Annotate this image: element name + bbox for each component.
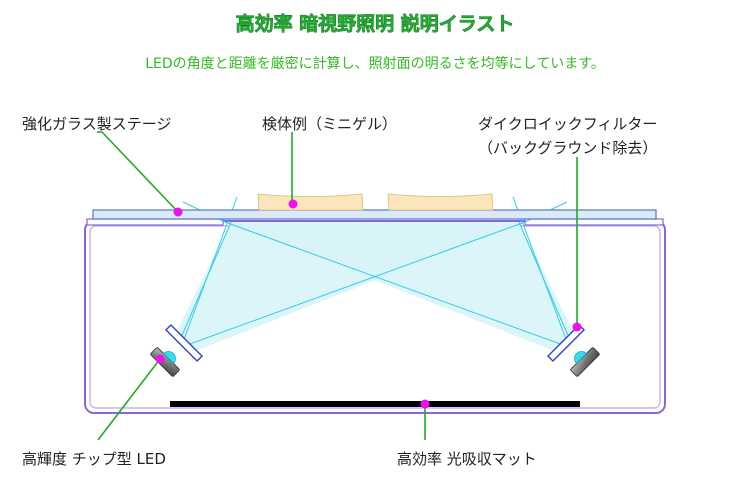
leader-stage (97, 131, 179, 213)
leader-lines (97, 131, 578, 441)
diagram-subtitle: LEDの角度と距離を厳密に計算し、照射面の明るさを均等にしています。 (145, 55, 605, 72)
dichroic-filters (164, 323, 586, 363)
gel-right (387, 193, 494, 211)
diagram-title: 高効率 暗視野照明 説明イラスト (236, 12, 515, 35)
right-ray-2 (224, 221, 564, 346)
label-specimen: 検体例（ミニゲル） (262, 115, 397, 133)
light-beams (175, 196, 575, 352)
specimen-gels (257, 193, 494, 211)
absorption-mat (170, 401, 580, 407)
filter-left (164, 323, 204, 363)
marker-stage (173, 207, 183, 217)
led-left (150, 347, 180, 377)
marker-filter (572, 322, 582, 332)
left-ray-3 (179, 221, 232, 341)
leader-led (97, 358, 161, 441)
left-ray-2 (186, 221, 526, 346)
leds (150, 347, 600, 377)
label-glass-stage: 強化ガラス製ステージ (22, 115, 171, 133)
filter-right (546, 323, 586, 363)
label-filter-line2: （バックグラウンド除去） (478, 139, 657, 157)
marker-led (155, 354, 165, 364)
label-led: 高輝度 チップ型 LED (22, 450, 166, 468)
label-absorption-mat: 高効率 光吸収マット (397, 450, 537, 468)
marker-dots (155, 199, 582, 409)
right-ray-3 (518, 221, 571, 341)
glass-stage (92, 209, 657, 220)
label-filter-line1: ダイクロイックフィルター (478, 115, 657, 133)
marker-mat (420, 399, 430, 409)
marker-specimen (288, 199, 298, 209)
gel-left (257, 193, 364, 211)
led-right (570, 347, 600, 377)
